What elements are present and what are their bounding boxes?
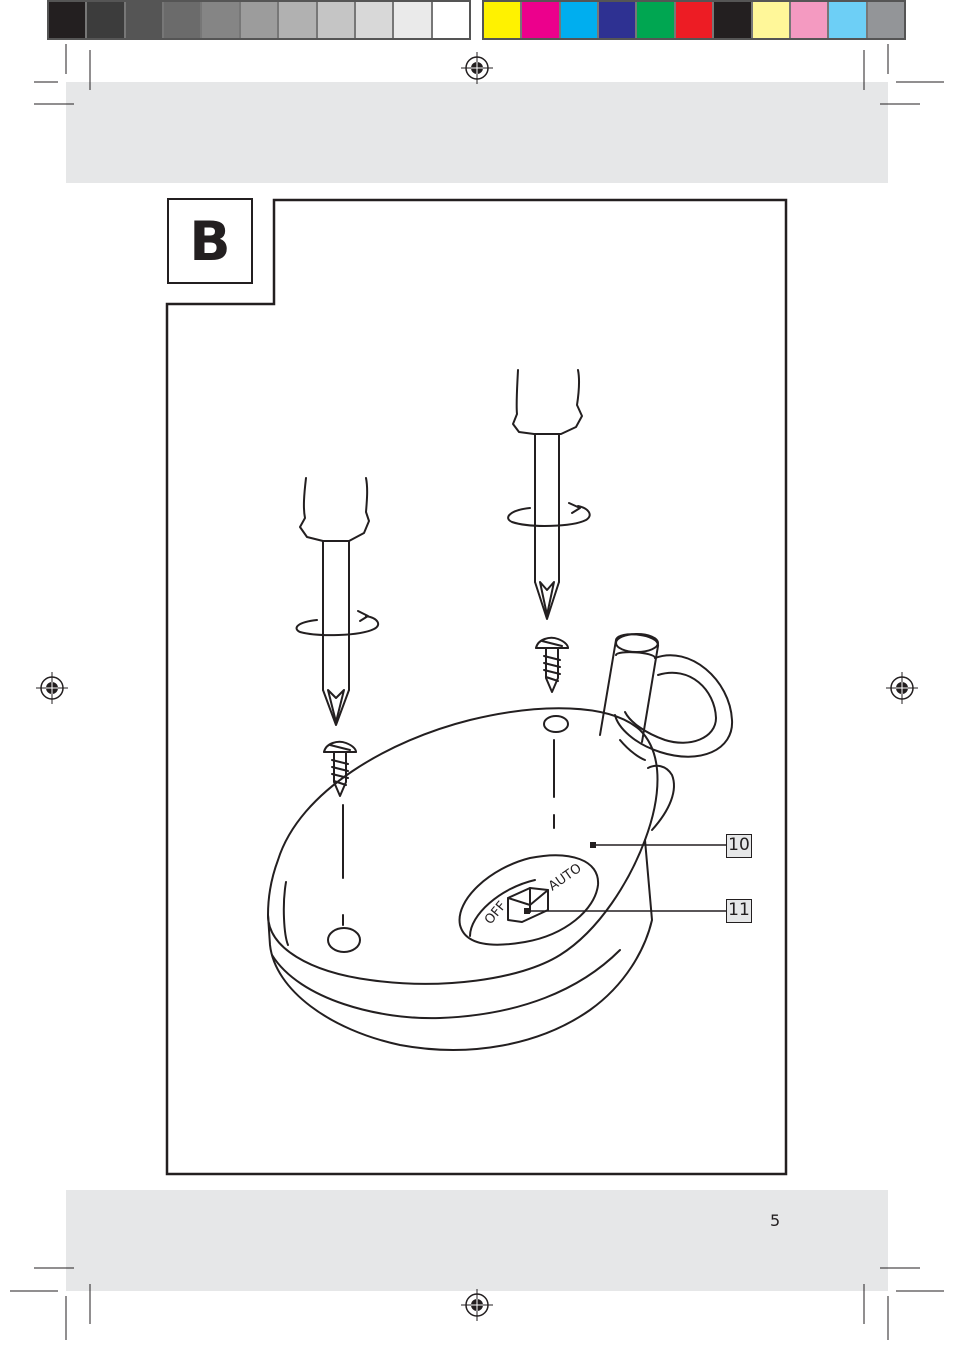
screwdriver-left-icon [297, 478, 379, 725]
screw-right-icon [536, 638, 568, 692]
callout-switch: 11 [726, 899, 752, 923]
switch-knob-icon [508, 888, 548, 922]
nozzle-tube-icon [600, 634, 658, 742]
screwdriver-right-icon [508, 370, 590, 619]
callout-housing: 10 [726, 834, 752, 858]
device-housing-icon [268, 708, 674, 1050]
page-number: 5 [770, 1211, 780, 1230]
hose-loop-icon [615, 655, 732, 760]
